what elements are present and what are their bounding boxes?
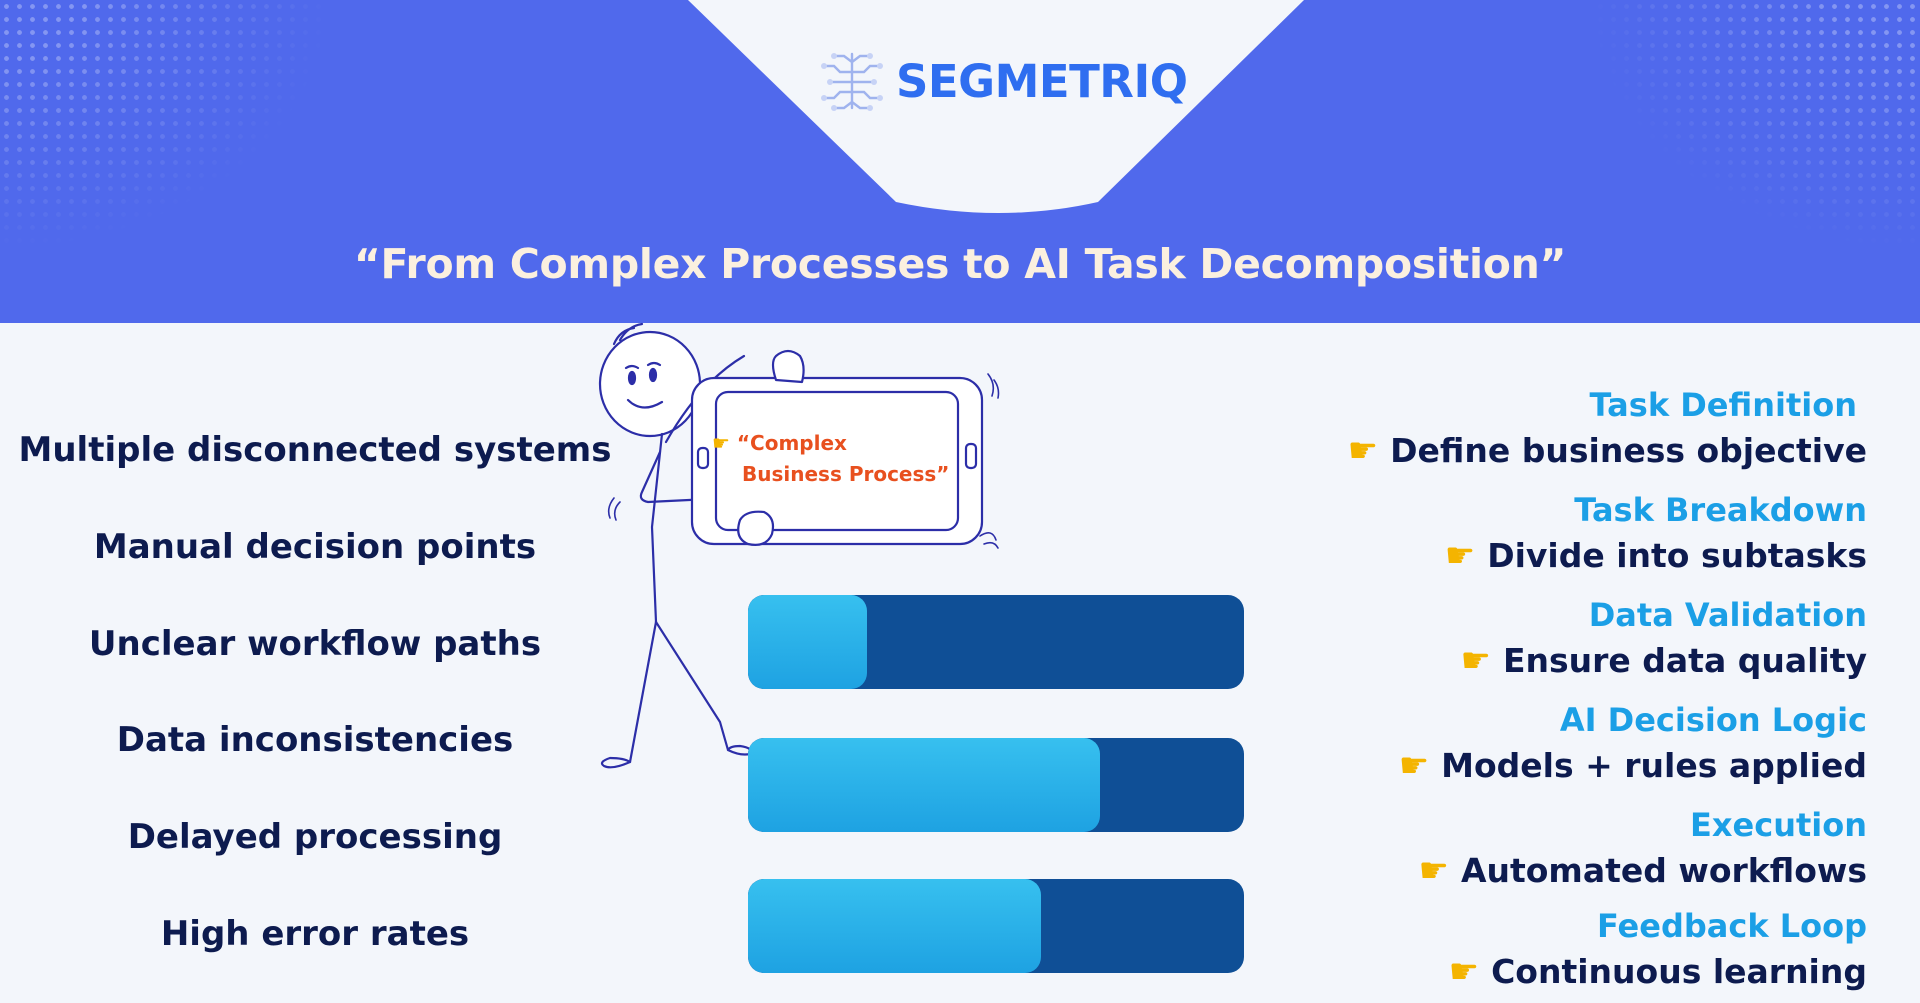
progress-bar (748, 738, 1244, 832)
page-title: “From Complex Processes to AI Task Decom… (353, 240, 1567, 288)
problem-item: Delayed processing (127, 817, 503, 857)
sign-line-1: “Complex (736, 431, 847, 455)
pointing-right-hand-icon: ☛ (1347, 431, 1379, 471)
tablet-sign-text: ☛ “Complex Business Process” (712, 428, 962, 490)
decorative-dot-pattern-left (0, 0, 560, 260)
step-description-text: Ensure data quality (1502, 641, 1867, 680)
step-description: ☛ Automated workflows (967, 851, 1867, 891)
decorative-dot-pattern-right (1360, 0, 1920, 260)
step-description: ☛ Define business objective (967, 431, 1867, 471)
problem-item: Data inconsistencies (116, 720, 514, 760)
step-title: Task Definition (1589, 386, 1857, 424)
step-description: ☛ Continuous learning (967, 952, 1867, 992)
step-title: Execution (1690, 806, 1867, 844)
step-title: Feedback Loop (1596, 907, 1867, 945)
problems-list: Multiple disconnected systems Manual dec… (0, 0, 640, 1003)
step-description-text: Automated workflows (1460, 851, 1867, 890)
pointing-right-hand-icon: ☛ (1418, 851, 1449, 891)
step-description: ☛ Models + rules applied (967, 746, 1867, 786)
header-notch-shape (688, 0, 1304, 213)
problem-item: High error rates (160, 914, 470, 954)
progress-bar-fill (748, 879, 1041, 973)
progress-bar (748, 879, 1244, 973)
progress-bar-fill (748, 595, 868, 689)
step-description: ☛ Ensure data quality (967, 641, 1867, 681)
pointing-right-hand-icon: ☛ (1398, 746, 1430, 786)
brand-logo: SEGMETRIQ (816, 48, 1188, 114)
problem-item: Unclear workflow paths (88, 624, 542, 664)
step-description-text: Define business objective (1390, 431, 1867, 470)
header-banner: SEGMETRIQ “From Complex Processes to AI … (0, 0, 1920, 323)
step-description: ☛ Divide into subtasks (967, 536, 1867, 576)
pointing-right-hand-icon: ☛ (1460, 641, 1491, 681)
circuit-brain-icon (821, 52, 883, 111)
pointing-right-hand-icon: ☛ (1444, 536, 1476, 576)
step-description-text: Models + rules applied (1441, 746, 1867, 785)
stick-figure-holding-tablet-illustration (598, 322, 1000, 769)
progress-bar (748, 595, 1244, 689)
sign-line-2: Business Process” (742, 462, 950, 486)
step-title: AI Decision Logic (1559, 701, 1867, 739)
step-title: Data Validation (1588, 596, 1867, 634)
brand-name: SEGMETRIQ (896, 54, 1188, 108)
step-description-text: Continuous learning (1491, 952, 1867, 991)
problem-item: Multiple disconnected systems (18, 430, 612, 470)
problem-item: Manual decision points (93, 527, 537, 567)
step-title: Task Breakdown (1574, 491, 1867, 529)
pointing-right-hand-icon: ☛ (712, 431, 730, 455)
pointing-right-hand-icon: ☛ (1448, 952, 1480, 992)
progress-bar-fill (748, 738, 1101, 832)
step-description-text: Divide into subtasks (1487, 536, 1867, 575)
